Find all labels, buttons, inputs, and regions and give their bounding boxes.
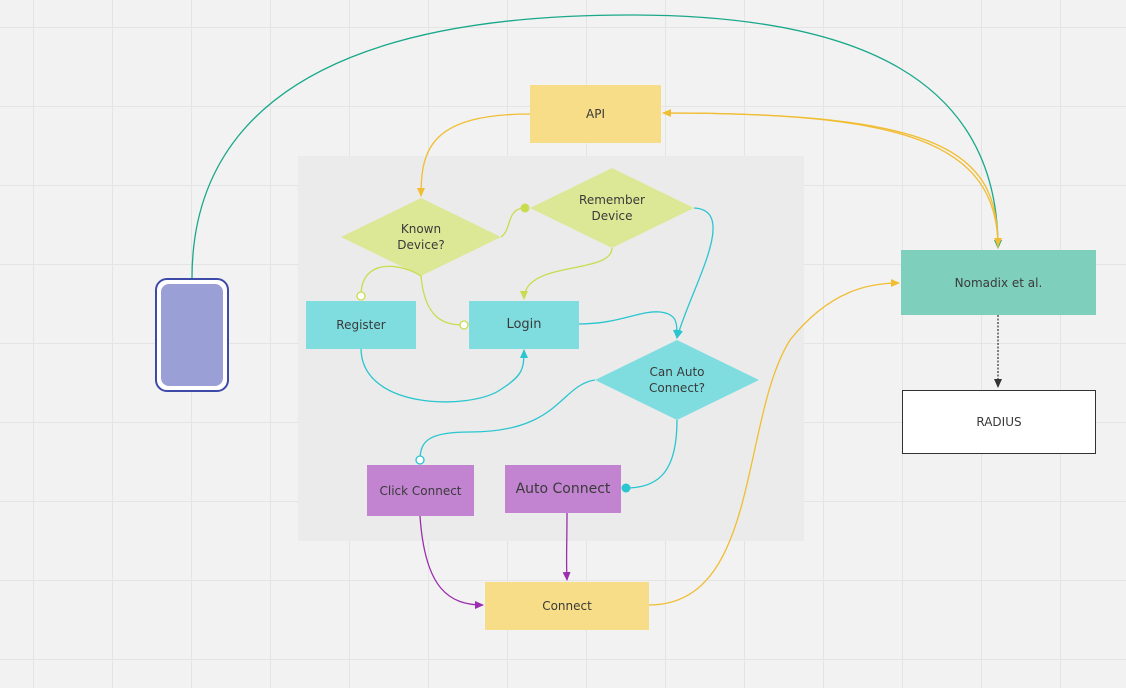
known-device-diamond[interactable] [341, 198, 501, 276]
edge-can-auto-to-auto[interactable] [625, 419, 678, 489]
remember-device-diamond[interactable] [530, 168, 694, 248]
can-auto-connect-line1: Can Auto [649, 365, 705, 379]
edge-dot-click-connect [415, 455, 425, 465]
login-node[interactable]: Login [469, 301, 579, 349]
edge-known-to-remember[interactable] [500, 207, 526, 238]
nomadix-node[interactable]: Nomadix et al. [901, 250, 1096, 315]
known-device-label: Known Device? [371, 218, 471, 256]
register-label: Register [336, 318, 386, 332]
edge-can-auto-to-click[interactable] [419, 379, 596, 461]
phone-device[interactable] [155, 278, 229, 392]
edge-api-to-known-device[interactable] [417, 113, 531, 197]
auto-connect-label: Auto Connect [515, 481, 611, 497]
register-node[interactable]: Register [306, 301, 416, 349]
click-connect-label: Click Connect [379, 483, 462, 498]
remember-device-line2: Device [591, 209, 633, 223]
connect-node[interactable]: Connect [485, 582, 649, 630]
can-auto-connect-label: Can Auto Connect? [627, 361, 727, 399]
edge-login-to-can-auto[interactable] [577, 311, 681, 339]
edge-remember-to-can-auto[interactable] [675, 207, 714, 339]
remember-device-label: Remember Device [562, 189, 662, 227]
click-connect-node[interactable]: Click Connect [367, 465, 474, 516]
api-label: API [586, 107, 605, 121]
phone-screen [161, 284, 223, 386]
edge-register-to-login[interactable] [360, 347, 528, 403]
can-auto-connect-line2: Connect? [649, 381, 705, 395]
edge-dot-register [356, 291, 366, 301]
edge-dot-login [459, 320, 469, 330]
can-auto-connect-diamond[interactable] [595, 340, 759, 420]
edge-phone-to-nomadix[interactable] [191, 14, 1002, 279]
known-device-line2: Device? [397, 238, 445, 252]
nomadix-label: Nomadix et al. [954, 275, 1043, 290]
login-label: Login [506, 317, 542, 332]
radius-label: RADIUS [976, 415, 1022, 429]
radius-node[interactable]: RADIUS [902, 390, 1096, 454]
edge-dot-auto-connect [621, 483, 631, 493]
edge-click-to-connect[interactable] [419, 515, 484, 609]
edge-known-to-register[interactable] [360, 265, 422, 297]
edge-api-to-nomadix[interactable] [662, 112, 1002, 247]
connect-label: Connect [542, 599, 592, 613]
api-node[interactable]: API [530, 85, 661, 143]
edge-dot-remember [520, 203, 530, 213]
auto-connect-node[interactable]: Auto Connect [505, 465, 621, 513]
edge-remember-to-login[interactable] [520, 247, 613, 300]
edge-connect-to-nomadix[interactable] [648, 279, 900, 606]
edge-known-to-login[interactable] [420, 275, 465, 326]
known-device-line1: Known [400, 222, 442, 236]
remember-device-line1: Remember [579, 193, 645, 207]
